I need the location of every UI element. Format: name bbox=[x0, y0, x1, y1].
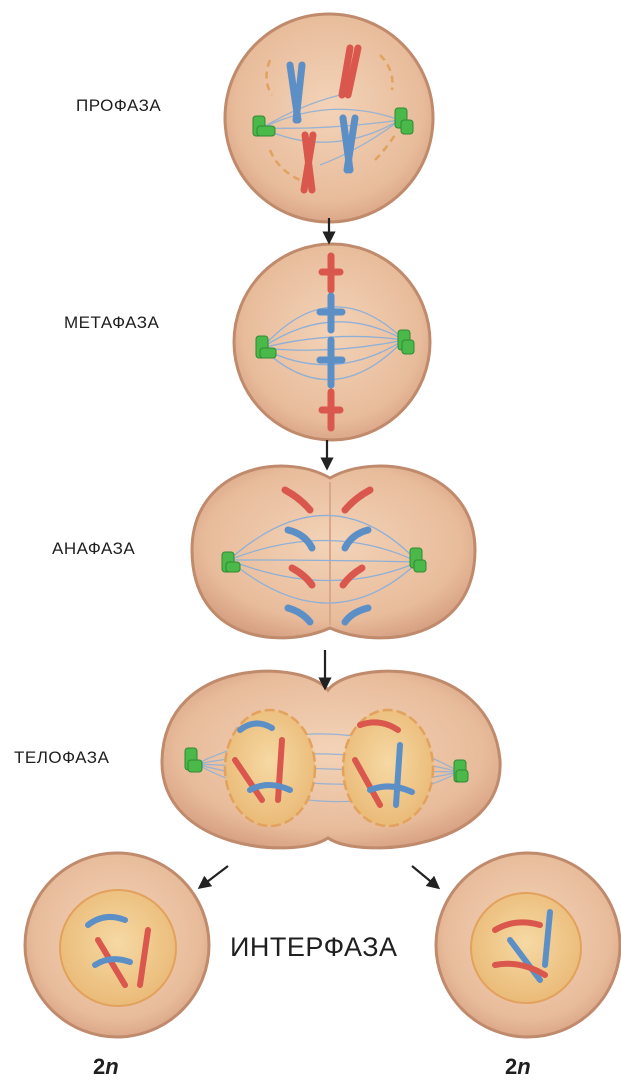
telophase-cell bbox=[162, 671, 500, 848]
daughter-nucleus-right bbox=[343, 710, 433, 826]
label-telophase: ТЕЛОФАЗА bbox=[14, 748, 109, 768]
interphase-cell-right bbox=[436, 853, 620, 1037]
prophase-cell bbox=[225, 14, 433, 222]
label-interphase: ИНТЕРФАЗА bbox=[230, 932, 398, 963]
arrow-telophase-to-left-cell bbox=[203, 866, 228, 885]
label-anaphase: АНАФАЗА bbox=[52, 539, 135, 559]
metaphase-cell bbox=[234, 244, 430, 440]
ploidy-label-right: 2n bbox=[505, 1054, 531, 1080]
ploidy-label-left: 2n bbox=[93, 1054, 119, 1080]
arrow-telophase-to-right-cell bbox=[412, 866, 435, 885]
ploidy-symbol: n bbox=[105, 1054, 118, 1079]
ploidy-number: 2 bbox=[93, 1054, 105, 1079]
daughter-nucleus-left bbox=[225, 710, 315, 826]
label-metaphase: МЕТАФАЗА bbox=[64, 313, 159, 333]
interphase-cell-left bbox=[25, 853, 209, 1037]
ploidy-number: 2 bbox=[505, 1054, 517, 1079]
ploidy-symbol: n bbox=[517, 1054, 530, 1079]
label-prophase: ПРОФАЗА bbox=[76, 96, 161, 116]
anaphase-cell bbox=[192, 466, 475, 638]
